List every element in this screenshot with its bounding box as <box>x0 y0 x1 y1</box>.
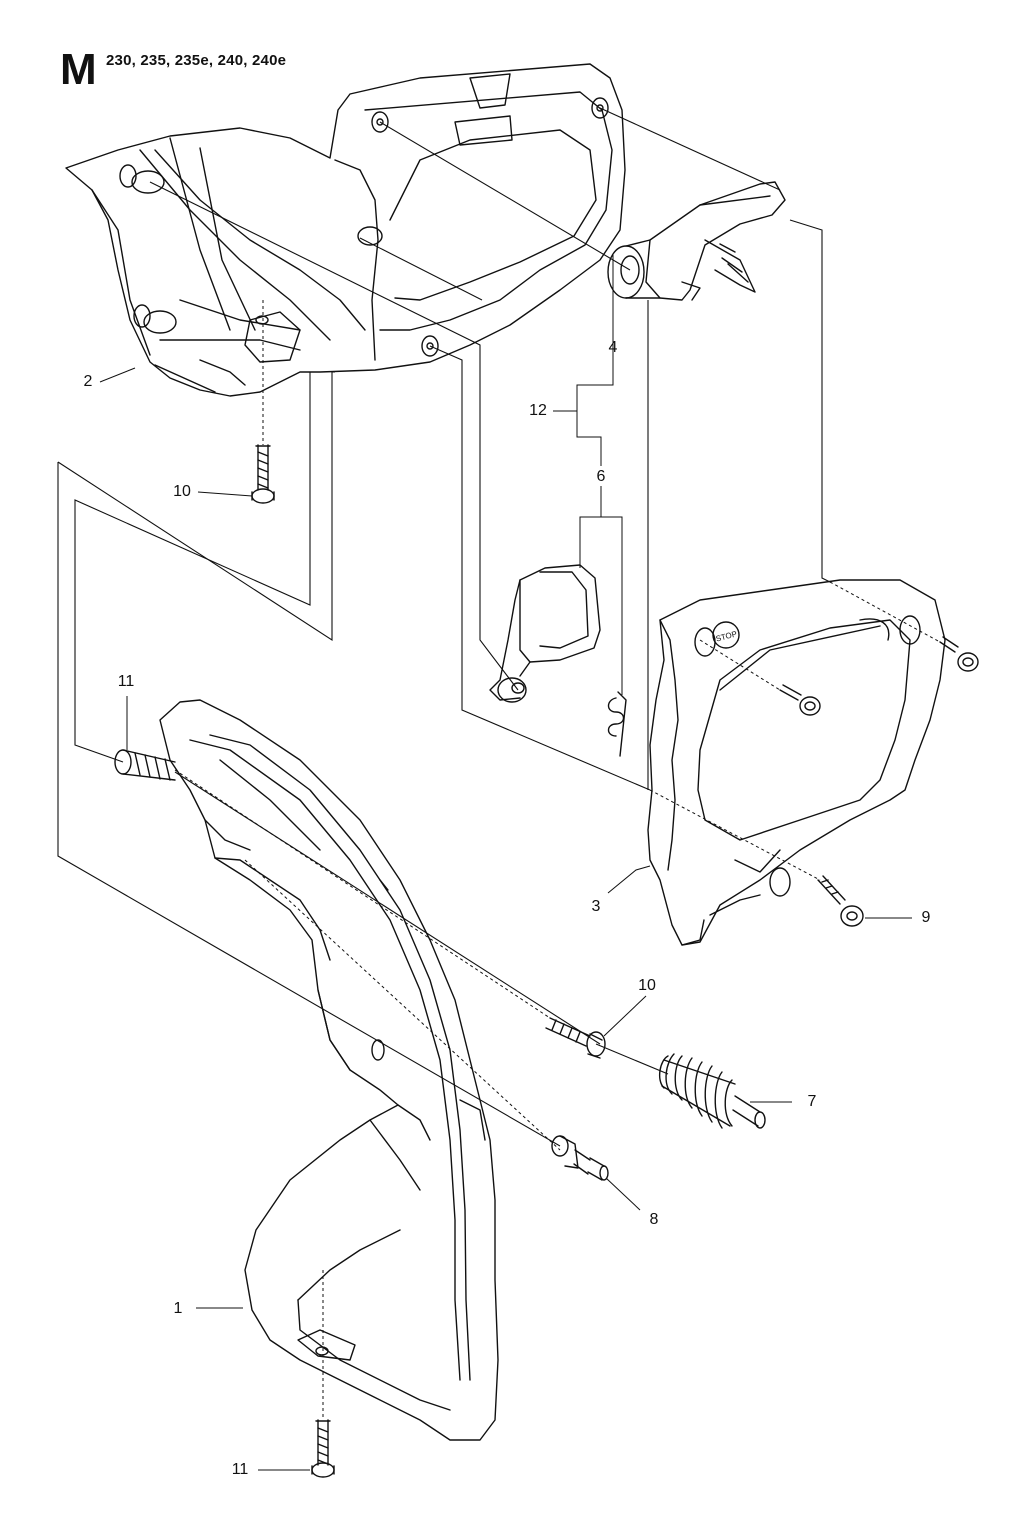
callout-2: 2 <box>83 373 93 390</box>
model-list: 230, 235, 235e, 240, 240e <box>106 52 287 69</box>
part-3-handle-cover <box>647 579 946 946</box>
callout-6: 6 <box>596 468 606 485</box>
part-9-screw <box>817 875 864 927</box>
callout-4: 4 <box>608 339 618 356</box>
part-11-screw-lower <box>311 1419 335 1478</box>
callout-7: 7 <box>807 1093 817 1110</box>
leader-lines <box>99 255 912 1471</box>
part-4-throttle-lever <box>607 181 786 301</box>
part-10-screw-upper <box>251 444 275 504</box>
callout-11-lower: 11 <box>231 1461 249 1478</box>
part-10-screw-lower <box>545 1017 606 1059</box>
callout-3: 3 <box>591 898 601 915</box>
part-8-bolt <box>551 1135 609 1181</box>
callout-8: 8 <box>649 1211 659 1228</box>
part-screw-cover-mid <box>779 684 821 716</box>
callout-11-upper: 11 <box>117 673 135 690</box>
part-6-throttle-lockout <box>489 564 601 703</box>
section-letter: M <box>60 45 97 94</box>
part-1-front-handle <box>159 699 499 1441</box>
callout-10-lower: 10 <box>638 977 656 994</box>
part-2-rear-handle-housing <box>65 63 626 397</box>
callout-9: 9 <box>921 909 931 926</box>
part-screw-cover-top <box>939 636 979 672</box>
part-11-screw-upper <box>114 749 176 781</box>
stop-mark: STOP <box>715 629 738 643</box>
hidden-axis-lines <box>174 300 941 1420</box>
callout-1: 1 <box>173 1300 183 1317</box>
assembly-lines <box>57 107 831 1147</box>
part-6-lockout-spring <box>607 691 627 757</box>
callout-10-upper: 10 <box>173 483 191 500</box>
part-7-anti-vibration-spring <box>658 1053 766 1129</box>
callout-12: 12 <box>529 402 547 419</box>
